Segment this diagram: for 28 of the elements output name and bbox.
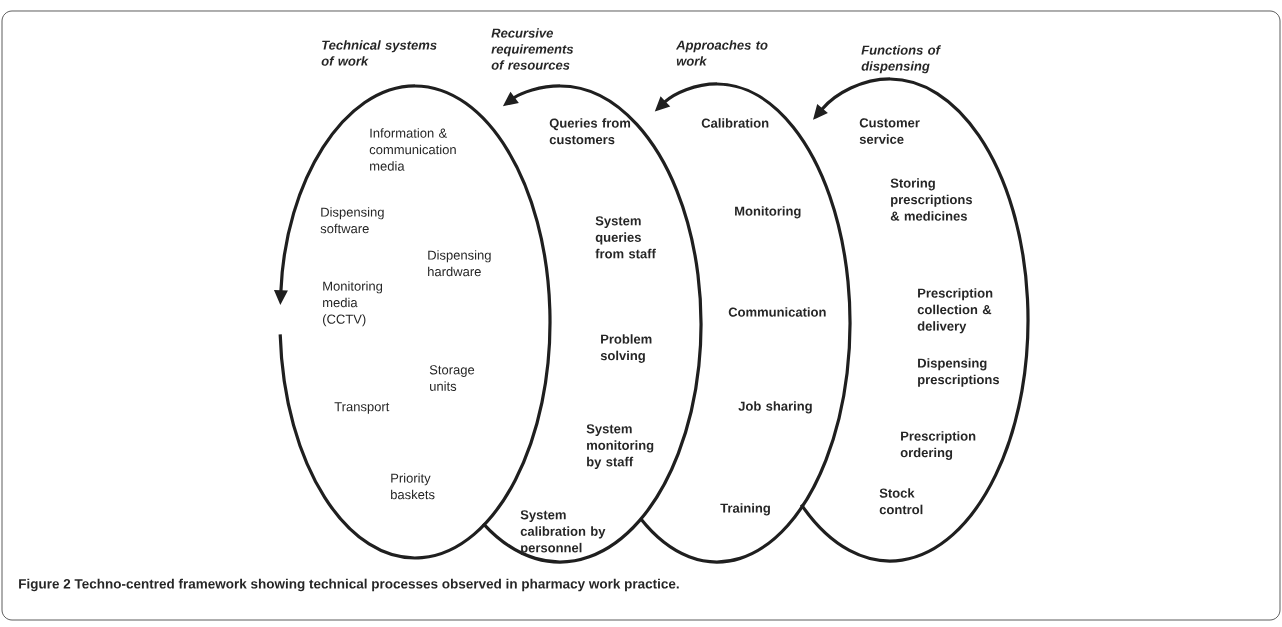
item-label: Prescription ordering [900, 431, 976, 460]
item-label: Storing prescriptions & medicines [890, 178, 973, 221]
item-label: System calibration by personnel [520, 510, 606, 555]
item-label: Information & communication media [369, 128, 456, 171]
loop-heading: Functions of dispensing [861, 45, 941, 74]
item-label: Dispensing hardware [428, 250, 491, 277]
item-label: Priority baskets [391, 473, 435, 500]
item-label: Training [720, 503, 770, 516]
item-label: Prescription collection & delivery [917, 288, 993, 334]
item-label: Queries from customers [549, 118, 631, 145]
item-label: Dispensing prescriptions [918, 358, 1000, 387]
item-label: Job sharing [738, 401, 812, 414]
item-label: Transport [334, 402, 390, 414]
item-label: Customer service [859, 118, 920, 144]
item-label: System monitoring by staff [586, 424, 654, 469]
item-label: Dispensing software [320, 207, 384, 234]
item-label: Communication [728, 307, 826, 317]
item-label: System queries from staff [595, 216, 656, 259]
item-label: Storage units [429, 365, 475, 391]
item-label: Problem solving [600, 334, 652, 363]
loop-heading: Recursive requirements of resources [491, 28, 574, 70]
item-label: Stock control [879, 488, 923, 515]
figure-caption: Figure 2 Techno-centred framework showing technical processes observed in pharmacy work practice. [19, 578, 679, 592]
item-label: Calibration [701, 118, 769, 128]
loop-heading: Approaches to work [675, 40, 768, 66]
loop-heading: Technical systems of work [321, 40, 437, 66]
item-label: Monitoring [735, 206, 801, 219]
item-label: Monitoring media (CCTV) [323, 281, 383, 327]
